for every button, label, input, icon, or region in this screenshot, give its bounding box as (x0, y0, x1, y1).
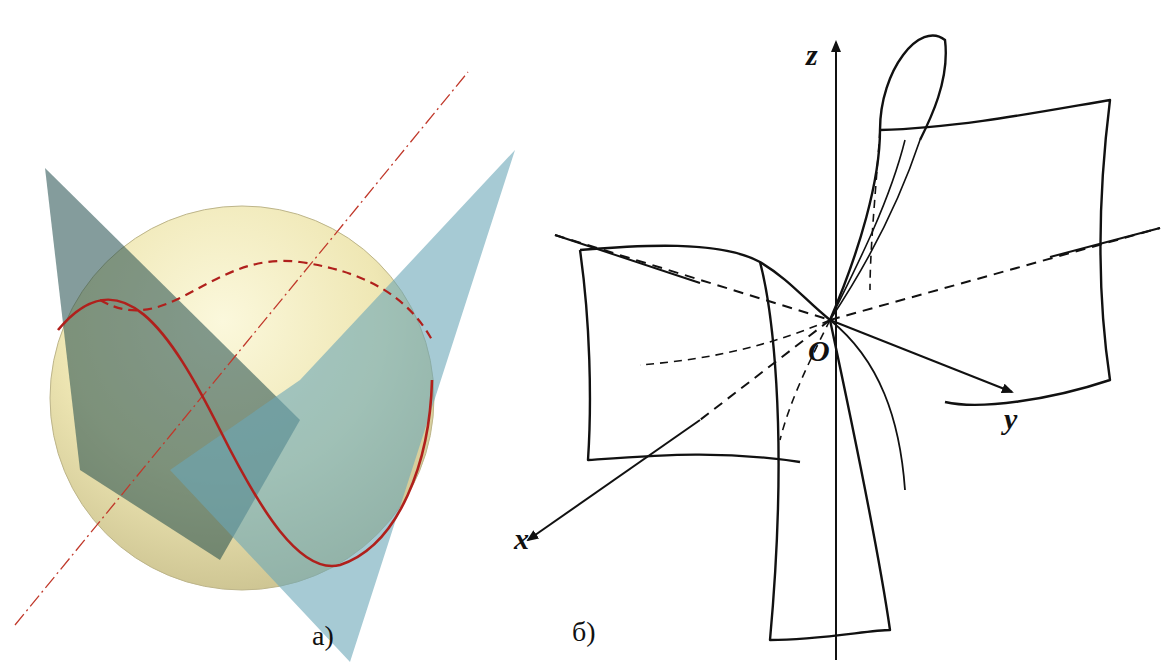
figure-label: а) (312, 622, 334, 650)
figure-label: б) (572, 618, 596, 646)
axis-label: x (514, 524, 529, 554)
sphere-figure (15, 72, 515, 662)
surface-figure (528, 36, 1160, 660)
origin-label: O (808, 336, 830, 366)
axis-label: y (1004, 404, 1017, 434)
axis-label: z (806, 40, 818, 70)
